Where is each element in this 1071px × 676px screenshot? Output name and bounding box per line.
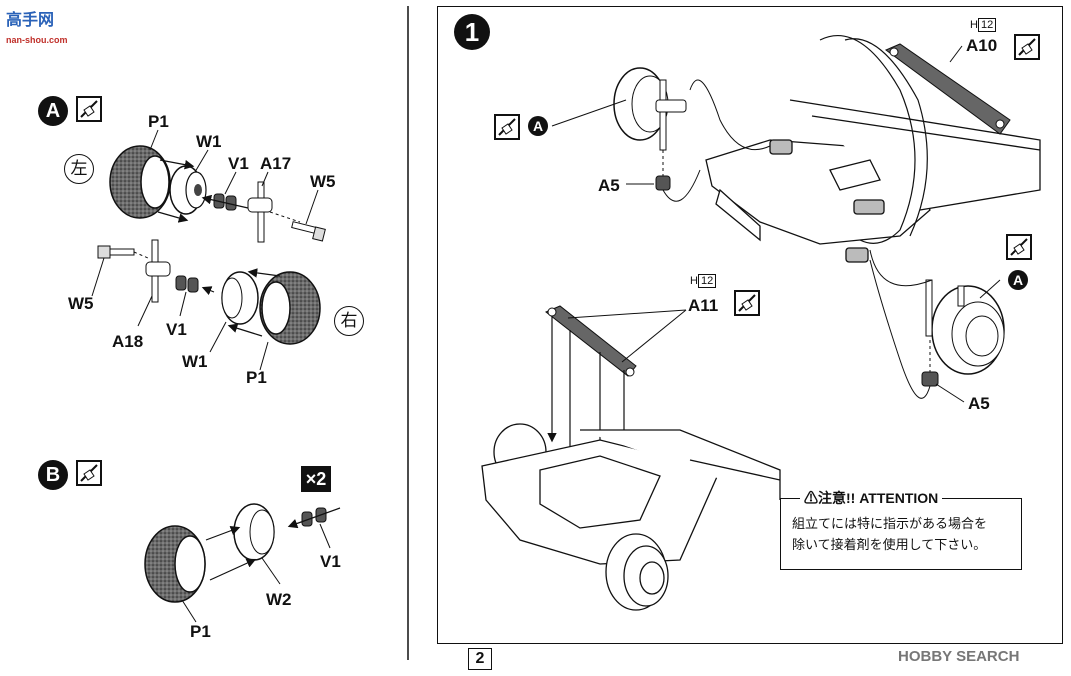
site-logo: 高手网 nan-shou.com <box>6 6 68 48</box>
label-w5: W5 <box>310 172 336 191</box>
screw-w5-bottom <box>97 245 135 259</box>
no-glue-icon <box>494 114 520 140</box>
screw-w5-top <box>291 221 326 242</box>
paint-code-prefix: H <box>690 275 698 287</box>
attention-title: ⚠注意!! ATTENTION <box>800 488 943 508</box>
paint-code-number: 12 <box>977 18 997 32</box>
attention-text: 組立てには特に指示がある場合を 除いて接着剤を使用して下さい。 <box>792 514 1014 556</box>
ref-a-right: A <box>1008 270 1028 290</box>
no-glue-icon <box>734 290 760 316</box>
quantity-multiplier: ×2 <box>301 466 331 492</box>
bumper-a10 <box>885 43 1011 135</box>
paint-code-number: 12 <box>697 274 717 288</box>
label-a10: A10 <box>966 36 998 55</box>
section-b-marker: B <box>38 460 68 490</box>
upright-a18 <box>145 239 171 303</box>
label-w1-b: W1 <box>182 352 208 371</box>
page-number: 2 <box>468 648 492 670</box>
site-logo-url: nan-shou.com <box>6 35 68 45</box>
step-number: 1 <box>454 14 490 50</box>
tire-p1-left <box>109 145 171 219</box>
hobby-search-watermark: HOBBY SEARCH <box>898 648 1019 665</box>
step-1-frame <box>437 6 1063 644</box>
label-a5-left: A5 <box>598 176 620 195</box>
bearing-v1-left <box>213 193 237 211</box>
label-a5-right: A5 <box>968 394 990 413</box>
label-p1: P1 <box>190 622 211 641</box>
attention-line-1: 組立てには特に指示がある場合を <box>792 517 988 532</box>
no-glue-icon <box>1006 234 1032 260</box>
label-w2: W2 <box>266 590 292 609</box>
wheel-w2 <box>233 503 275 561</box>
label-w1: W1 <box>196 132 222 151</box>
no-glue-icon <box>76 460 102 486</box>
watermark-text: HOBBY SEARCH <box>898 648 1020 665</box>
wheel-assembly-a-right <box>921 279 1005 387</box>
paint-code-prefix: H <box>970 19 978 31</box>
site-logo-text: 高手网 <box>6 10 55 29</box>
label-a18: A18 <box>112 332 144 351</box>
left-side-mark: 左 <box>64 154 94 184</box>
attention-line-2: 除いて接着剤を使用して下さい。 <box>792 538 987 553</box>
label-v1: V1 <box>228 154 249 173</box>
ref-a-left: A <box>528 116 548 136</box>
bearing-v1-right <box>175 275 199 293</box>
label-v1: V1 <box>320 552 341 571</box>
wheel-w1-left <box>169 165 207 215</box>
label-p1-b: P1 <box>246 368 267 387</box>
no-glue-icon <box>1014 34 1040 60</box>
section-a-marker: A <box>38 96 68 126</box>
right-side-mark: 右 <box>334 306 364 336</box>
upright-a17 <box>247 181 273 243</box>
wheel-w1-right <box>221 271 259 325</box>
tire-p1-right <box>259 271 321 345</box>
label-w5-b: W5 <box>68 294 94 313</box>
label-v1-b: V1 <box>166 320 187 339</box>
label-p1: P1 <box>148 112 169 131</box>
label-a11: A11 <box>688 296 719 315</box>
label-a17: A17 <box>260 154 292 173</box>
no-glue-icon <box>76 96 102 122</box>
tire-p1-b <box>144 525 206 603</box>
chassis-bottom <box>481 423 781 611</box>
